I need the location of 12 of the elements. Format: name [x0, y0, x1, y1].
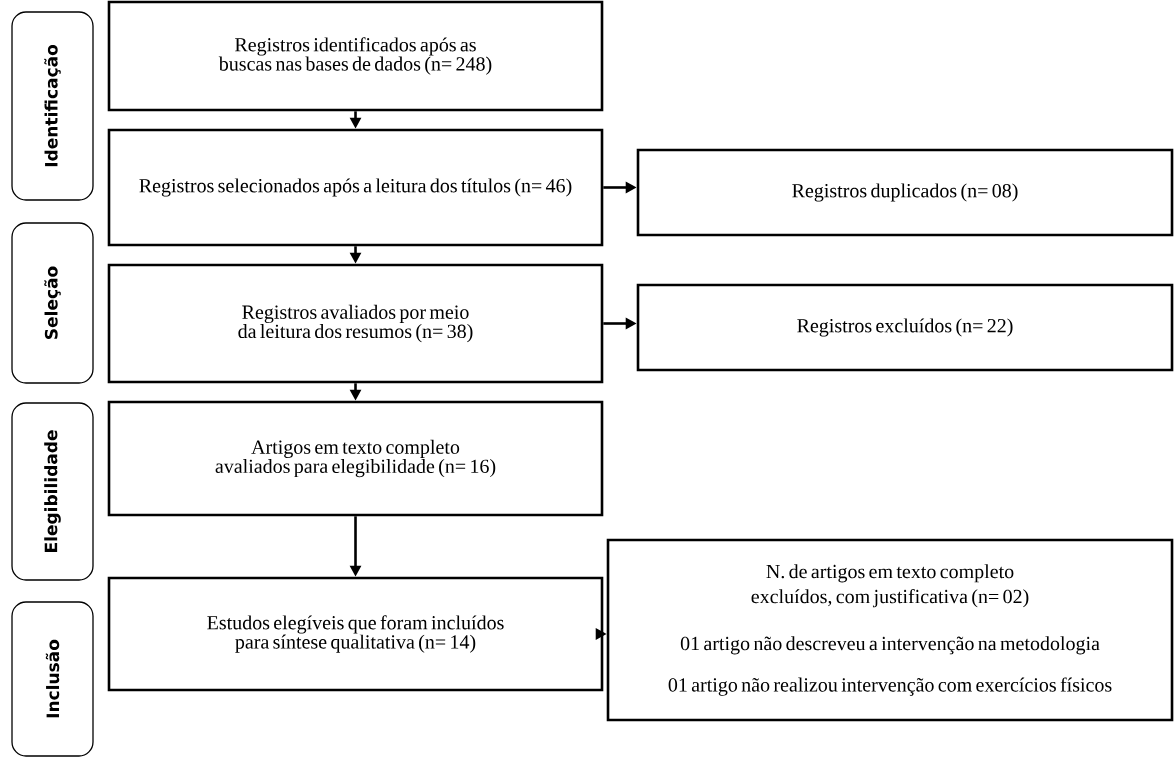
process-box: Registros duplicados (n= 08)	[636, 148, 1174, 237]
process-box: Estudos elegíveis que foram incluídos para síntese qualitativa (n= 14)	[107, 576, 604, 692]
stage-label-box: Elegibilidade	[11, 402, 94, 581]
process-box: Registros avaliados por meio da leitura dos resumos (n= 38)	[107, 263, 604, 384]
process-box: N. de artigos em texto completo excluídos, com justificativa (n= 02) 01 artigo não descreveu a intervenção na metodologia 01 artigo não realizou intervenção com exercícios físicos	[606, 538, 1174, 722]
stage-label-box: Inclusão	[11, 601, 94, 757]
process-box: Artigos em texto completo avaliados para elegibilidade (n= 16)	[107, 400, 604, 517]
stage-label-box: Seleção	[11, 222, 94, 384]
process-box: Registros excluídos (n= 22)	[636, 283, 1174, 372]
process-box: Registros selecionados após a leitura dos títulos (n= 46)	[107, 128, 604, 247]
process-box: Registros identificados após as buscas nas bases de dados (n= 248)	[107, 0, 604, 112]
stage-label-box: Identificação	[11, 11, 94, 201]
